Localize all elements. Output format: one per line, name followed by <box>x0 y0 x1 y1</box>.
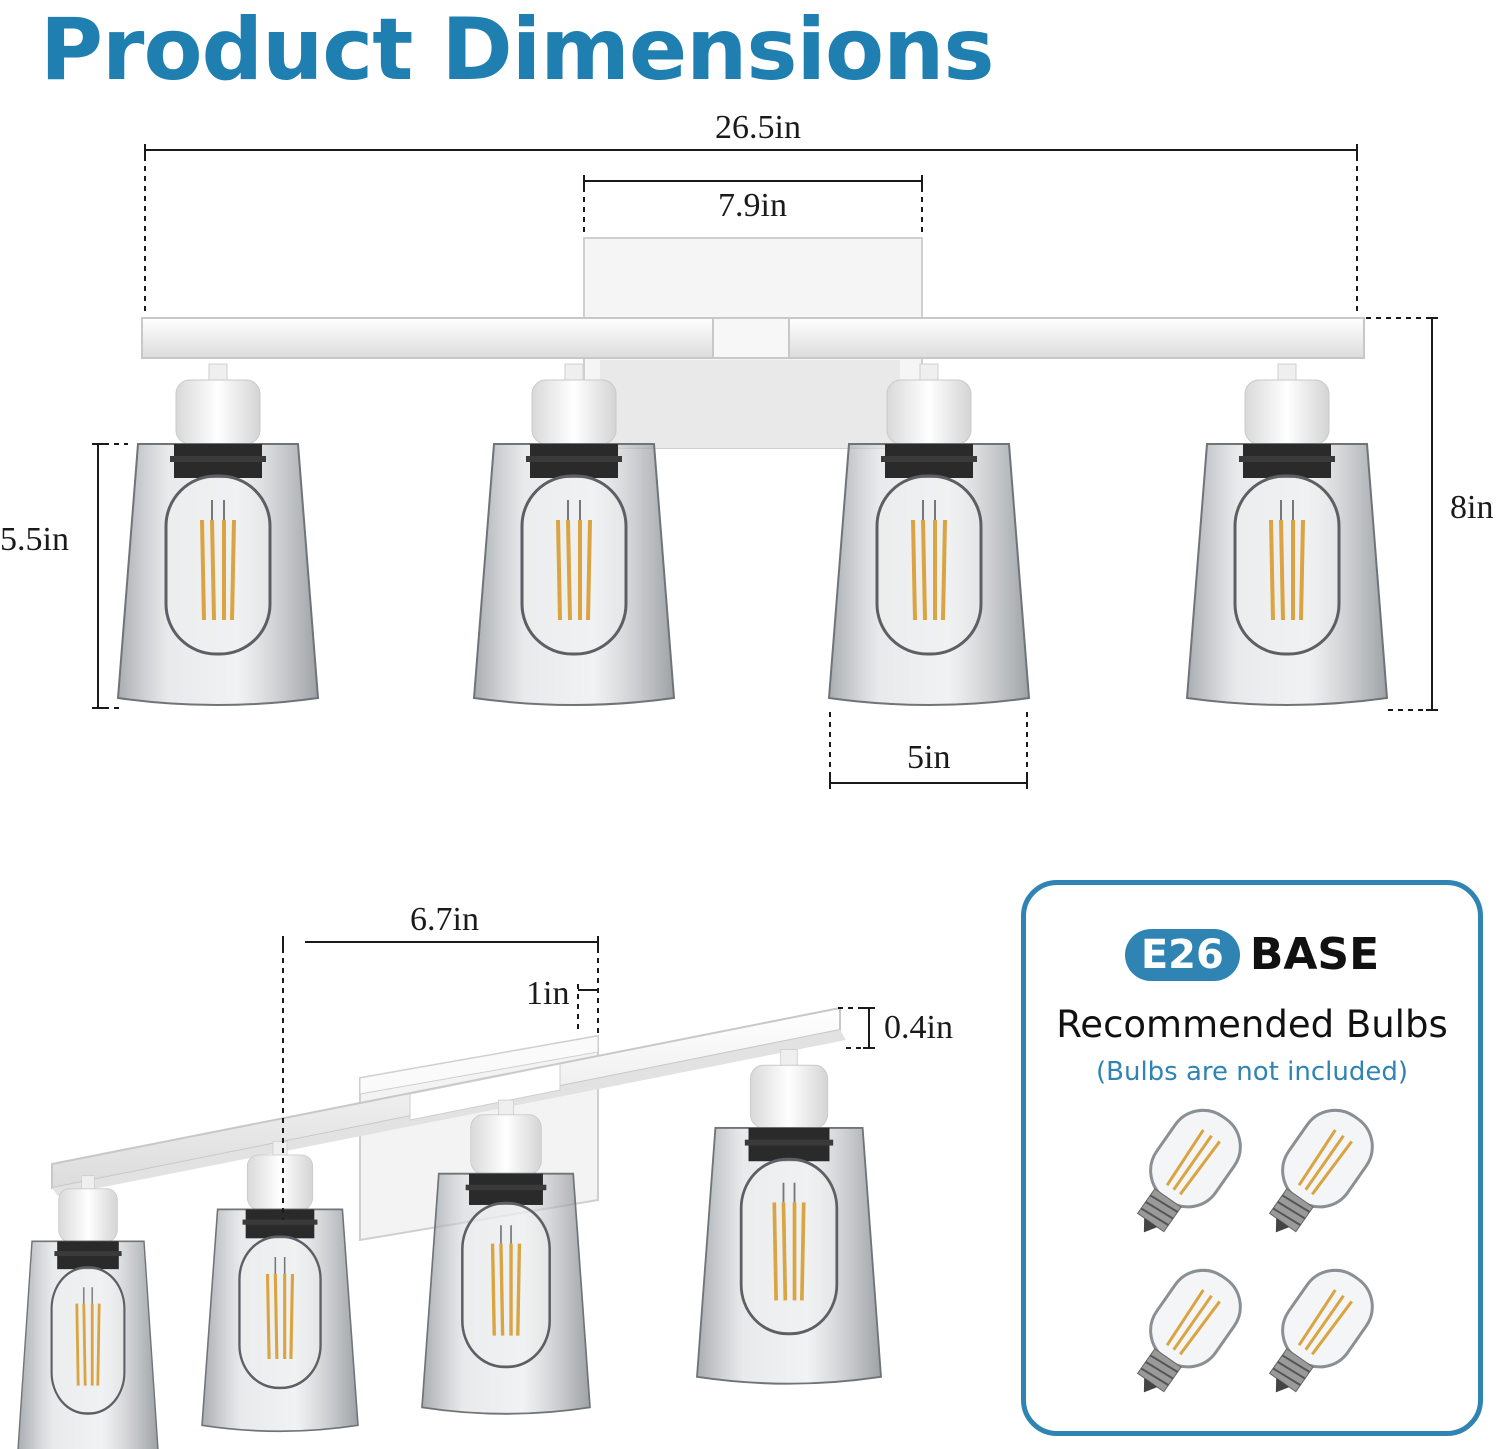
base-type-badge: E26 <box>1124 929 1240 981</box>
dim-shade-height: 5.5in <box>0 521 69 558</box>
base-label: BASE <box>1249 929 1380 980</box>
bulb-icon <box>1244 1255 1388 1415</box>
bulb-icon <box>1112 1095 1256 1255</box>
page-title: Product Dimensions <box>40 0 995 100</box>
dim-extension: 6.7in <box>410 901 479 938</box>
dim-offset: 1in <box>526 975 570 1012</box>
bulbs-note: (Bulbs are not included) <box>1096 1057 1408 1087</box>
dim-shade-width: 5in <box>907 739 951 776</box>
recommended-heading: Recommended Bulbs <box>1056 1003 1448 1046</box>
bulb-icon <box>1112 1255 1256 1415</box>
dim-overall-height: 8in <box>1450 489 1494 526</box>
lamp-1 <box>116 362 320 707</box>
lamp-4 <box>1185 362 1389 707</box>
dim-overall-width: 26.5in <box>715 109 801 146</box>
dim-bar-thickness: 0.4in <box>884 1009 953 1046</box>
dim-backplate-width: 7.9in <box>718 187 787 224</box>
bulb-icon <box>1244 1095 1388 1255</box>
bulb-images <box>1112 1095 1388 1415</box>
